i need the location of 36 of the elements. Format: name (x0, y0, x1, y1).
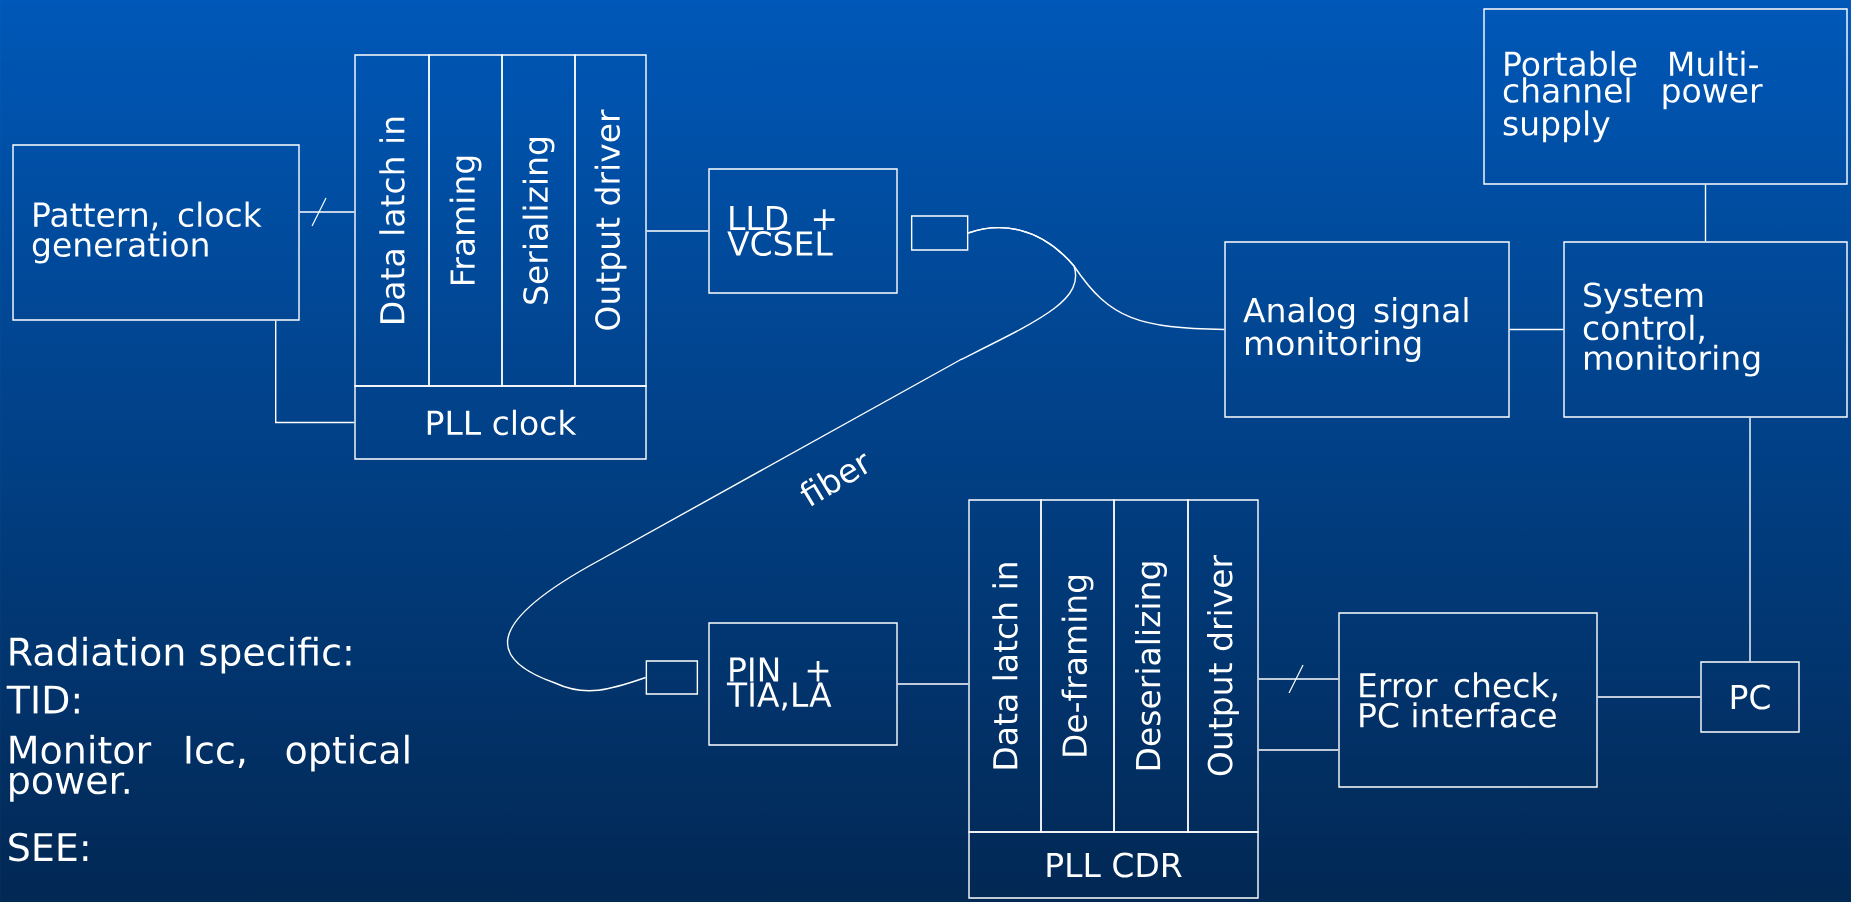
connector-line (275, 320, 355, 424)
connector-line (1258, 749, 1339, 751)
process-box: Analog signal monitoring (1224, 241, 1510, 418)
note-text: Radiation specific: (10, 636, 351, 674)
fiber-connector (645, 660, 699, 695)
stage-cell: Framing (428, 54, 503, 387)
process-box: PIN + TIA,LA (708, 622, 898, 746)
connector-line (1704, 184, 1707, 242)
process-box: PC (1700, 661, 1800, 733)
stage-cell: Output driver (1187, 499, 1259, 833)
edge-label: fiber (800, 453, 868, 507)
fiber-cable (967, 227, 1225, 331)
note-text: SEE: (9, 832, 88, 862)
connector-line (897, 683, 969, 685)
connector-line (646, 230, 709, 232)
note-text: TID: (6, 685, 79, 714)
fiber-connector (910, 215, 969, 251)
process-box: Pattern, clock generation (12, 144, 300, 321)
stage-cell: Output driver (574, 54, 647, 387)
process-box: Portable Multi-channel power supply (1483, 8, 1848, 185)
process-box: PLL clock (354, 385, 647, 460)
connector-line (1749, 417, 1751, 662)
connector-line (1258, 678, 1339, 680)
process-box: PLL CDR (968, 831, 1259, 899)
connector-line (1509, 328, 1564, 331)
process-box: LLD + VCSEL (708, 168, 898, 294)
note-text: Monitor Icc, optical power. (10, 734, 409, 802)
connector-line (299, 211, 355, 213)
connector-line (1597, 696, 1701, 698)
process-box: System control, monitoring (1563, 241, 1848, 418)
stage-cell: Data latch in (354, 54, 430, 387)
stage-cell: De-framing (1040, 499, 1115, 833)
stage-cell: Data latch in (968, 499, 1042, 833)
process-box: Error check, PC interface (1338, 612, 1598, 788)
stage-cell: Serializing (501, 54, 576, 387)
stage-cell: Deserializing (1113, 499, 1189, 833)
